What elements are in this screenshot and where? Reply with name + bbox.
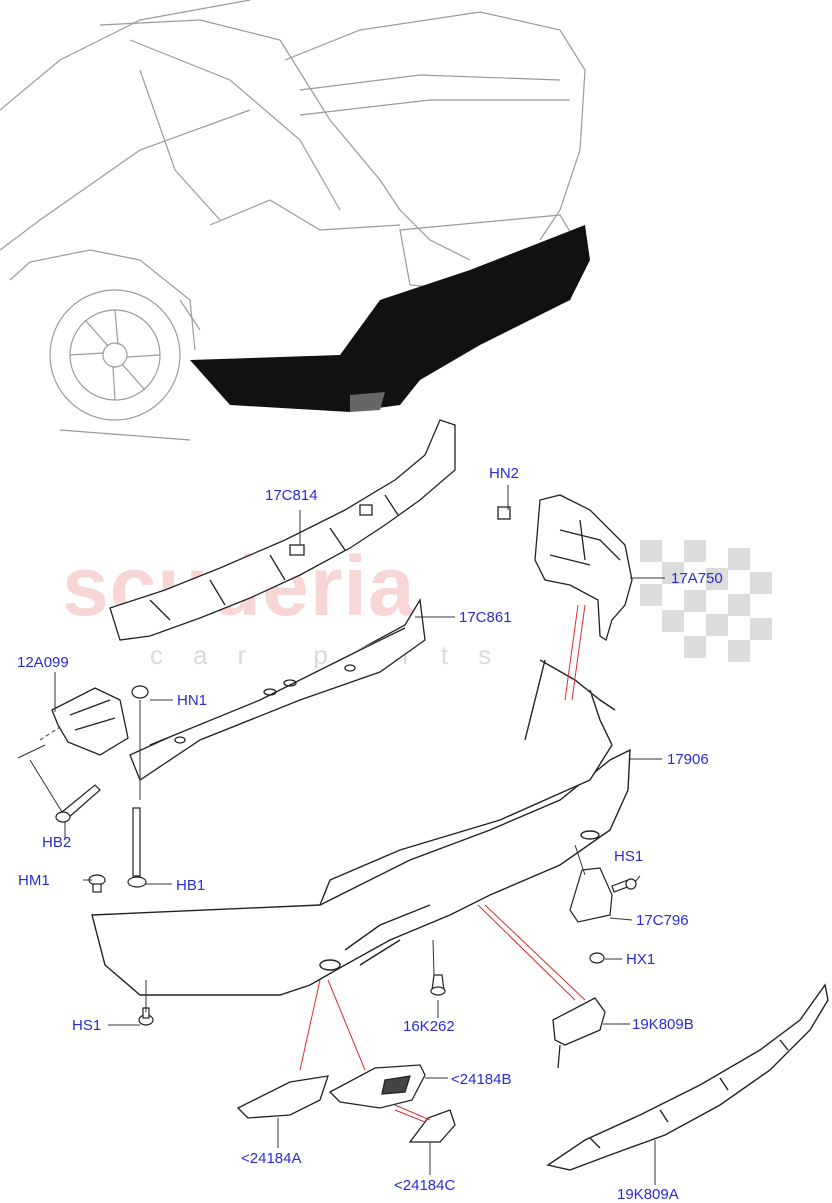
part-HB1-bolt: [127, 807, 147, 888]
label-17C861[interactable]: 17C861: [459, 609, 512, 626]
label-17A750[interactable]: 17A750: [671, 570, 723, 587]
label-HB1[interactable]: HB1: [176, 877, 206, 894]
leader-lines: [17, 485, 665, 1185]
label-16K262[interactable]: 16K262: [403, 1018, 455, 1035]
dashed-guides: [39, 726, 61, 741]
label-24184A[interactable]: <24184A: [241, 1150, 302, 1167]
label-HX1[interactable]: HX1: [626, 951, 656, 968]
part-HN1-nut: [131, 685, 149, 699]
label-HS1-right[interactable]: HS1: [614, 848, 644, 865]
part-17C861-beam: [129, 598, 426, 781]
label-17906[interactable]: 17906: [667, 751, 709, 768]
checkered-flag-icon: [640, 540, 772, 662]
part-17A750-bracket: [497, 494, 633, 642]
label-12A099[interactable]: 12A099: [17, 654, 69, 671]
label-19K809A[interactable]: 19K809A: [617, 1186, 679, 1203]
part-24184A-trim: [236, 1075, 329, 1119]
part-19K809A-valance: [546, 983, 829, 1171]
part-HB2-bolt: [55, 784, 101, 823]
part-16K262-clip: [430, 974, 446, 996]
red-leader-lines: [299, 604, 586, 1123]
label-24184B[interactable]: <24184B: [451, 1071, 512, 1088]
vehicle-bumper-highlight: [190, 225, 590, 412]
watermark-sub: car parts: [150, 640, 522, 670]
part-HM1-clip: [88, 874, 106, 893]
part-HS1-screw-right: [611, 878, 637, 893]
part-17906-bumper-cover: [91, 659, 631, 996]
part-12A099-bracket: [51, 687, 129, 756]
part-17C814-bracket: [109, 419, 456, 641]
label-HM1[interactable]: HM1: [18, 872, 50, 889]
part-19K809B-insert: [552, 997, 606, 1069]
label-17C814[interactable]: 17C814: [265, 487, 318, 504]
part-24184B-trim: [328, 1064, 426, 1109]
label-24184C[interactable]: <24184C: [394, 1177, 456, 1194]
part-17C796-bracket: [569, 867, 613, 923]
part-HX1-nut: [589, 952, 605, 964]
label-17C796[interactable]: 17C796: [636, 912, 689, 929]
label-HN2[interactable]: HN2: [489, 465, 520, 482]
label-HS1-left[interactable]: HS1: [72, 1017, 102, 1034]
label-HN1[interactable]: HN1: [177, 692, 208, 709]
label-HB2[interactable]: HB2: [42, 834, 72, 851]
label-19K809B[interactable]: 19K809B: [632, 1016, 694, 1033]
